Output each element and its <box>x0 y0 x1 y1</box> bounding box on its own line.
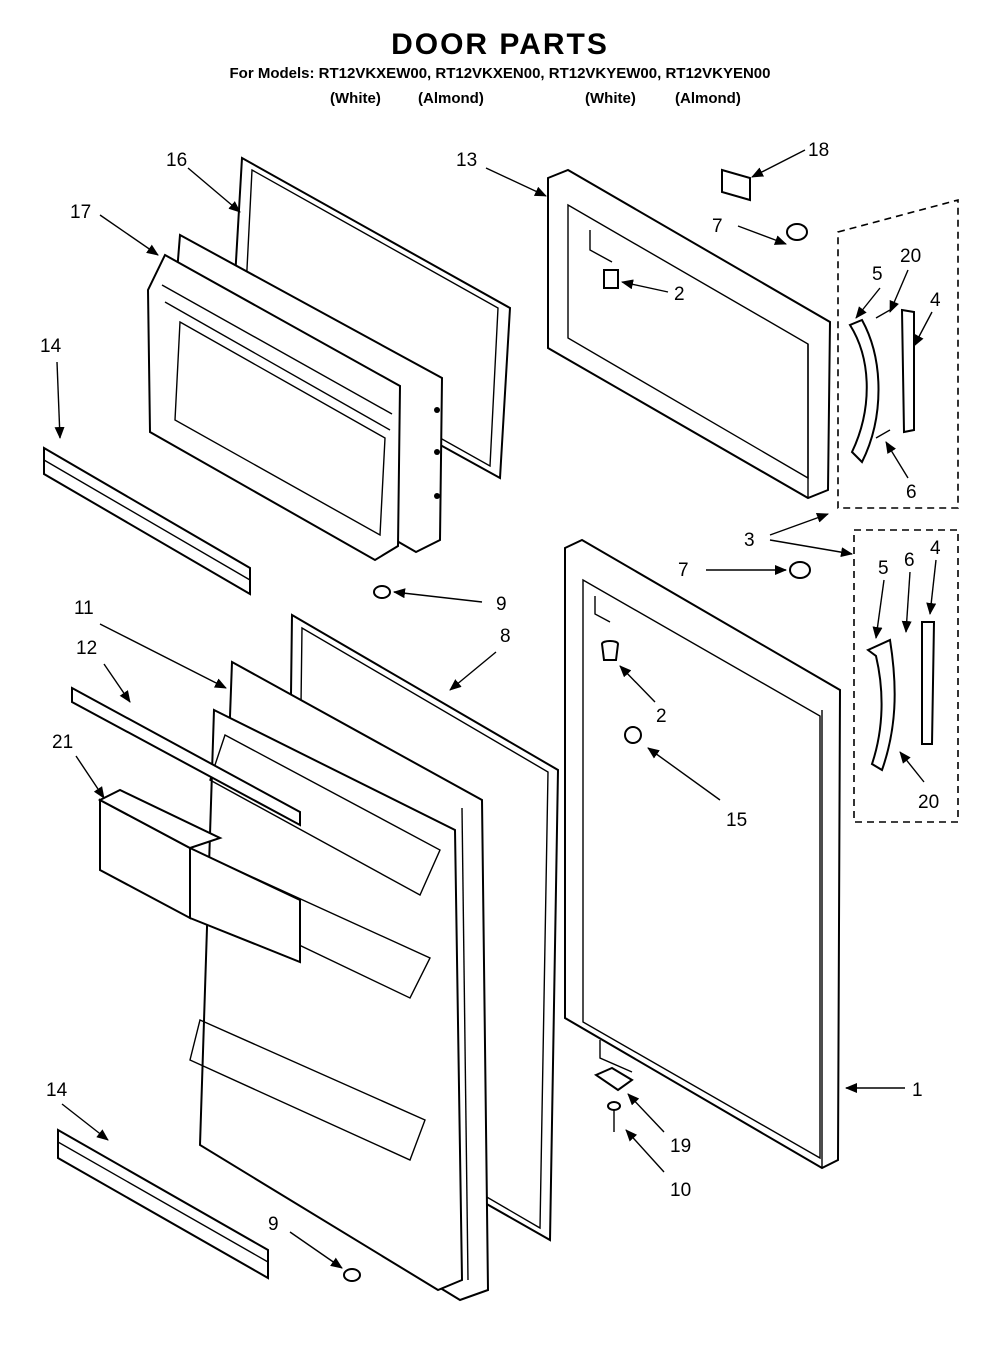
callout-20-lower: 20 <box>918 792 939 813</box>
callout-5-lower: 5 <box>878 558 889 579</box>
leader-lines <box>54 149 937 1269</box>
callout-numbers: 16 17 14 13 18 7 2 5 20 4 6 3 9 11 8 12 … <box>40 140 941 1235</box>
callout-4-upper: 4 <box>930 290 941 311</box>
screw-9a <box>373 585 391 599</box>
callout-8: 8 <box>500 626 511 647</box>
callout-21: 21 <box>52 732 73 753</box>
callout-7-upper: 7 <box>712 216 723 237</box>
door-stop-part-2a <box>603 269 619 289</box>
fresh-food-handle <box>866 621 936 772</box>
callout-17: 17 <box>70 202 91 223</box>
model-list: For Models: RT12VKXEW00, RT12VKXEN00, RT… <box>229 65 771 82</box>
callout-5-upper: 5 <box>872 264 883 285</box>
callout-4-lower: 4 <box>930 538 941 559</box>
callout-14-upper: 14 <box>40 336 62 357</box>
callout-9-upper: 9 <box>496 594 507 615</box>
hole-plug-7a <box>786 223 808 241</box>
callout-18: 18 <box>808 140 829 161</box>
color-white-label-1: (White) <box>330 90 381 107</box>
door-hinge-19 <box>593 1066 634 1092</box>
screw-9b <box>343 1268 361 1282</box>
diagram-title: DOOR PARTS <box>391 28 609 61</box>
callout-2-lower: 2 <box>656 706 667 727</box>
callout-13: 13 <box>456 150 477 171</box>
color-white-label-2: (White) <box>585 90 636 107</box>
callout-14-lower: 14 <box>46 1080 68 1101</box>
callout-12: 12 <box>76 638 97 659</box>
fresh-food-door-outer-panel <box>564 538 842 1170</box>
callout-1: 1 <box>912 1080 923 1101</box>
warning-label-18 <box>721 168 751 202</box>
screw-10 <box>607 1101 621 1132</box>
callout-2-upper: 2 <box>674 284 685 305</box>
callout-10: 10 <box>670 1180 691 1201</box>
door-shelf-rail <box>71 686 301 827</box>
fresh-food-handle-kit-box <box>853 529 959 823</box>
callout-19: 19 <box>670 1136 691 1157</box>
callout-6-upper: 6 <box>906 482 917 503</box>
callout-6-lower: 6 <box>904 550 915 571</box>
callout-7-lower: 7 <box>678 560 689 581</box>
fresh-food-door-trim-strip <box>57 1128 269 1280</box>
callout-3: 3 <box>744 530 755 551</box>
freezer-handle <box>848 308 915 464</box>
callout-20-upper: 20 <box>900 246 921 267</box>
color-almond-label-1: (Almond) <box>418 90 484 107</box>
door-stop-15 <box>624 726 642 744</box>
fresh-food-door-liner <box>189 660 490 1302</box>
hole-plug-7b <box>789 561 811 579</box>
freezer-door-liner <box>146 233 444 562</box>
callout-15: 15 <box>726 810 747 831</box>
freezer-door-trim-strip <box>43 446 251 596</box>
dairy-compartment <box>97 788 301 964</box>
callout-9-lower: 9 <box>268 1214 279 1235</box>
color-almond-label-2: (Almond) <box>675 90 741 107</box>
callout-16: 16 <box>166 150 187 171</box>
freezer-handle-kit-box <box>837 198 959 509</box>
door-stop-part-2b <box>600 640 620 661</box>
freezer-door-outer-panel <box>547 168 832 500</box>
callout-11: 11 <box>74 598 94 619</box>
